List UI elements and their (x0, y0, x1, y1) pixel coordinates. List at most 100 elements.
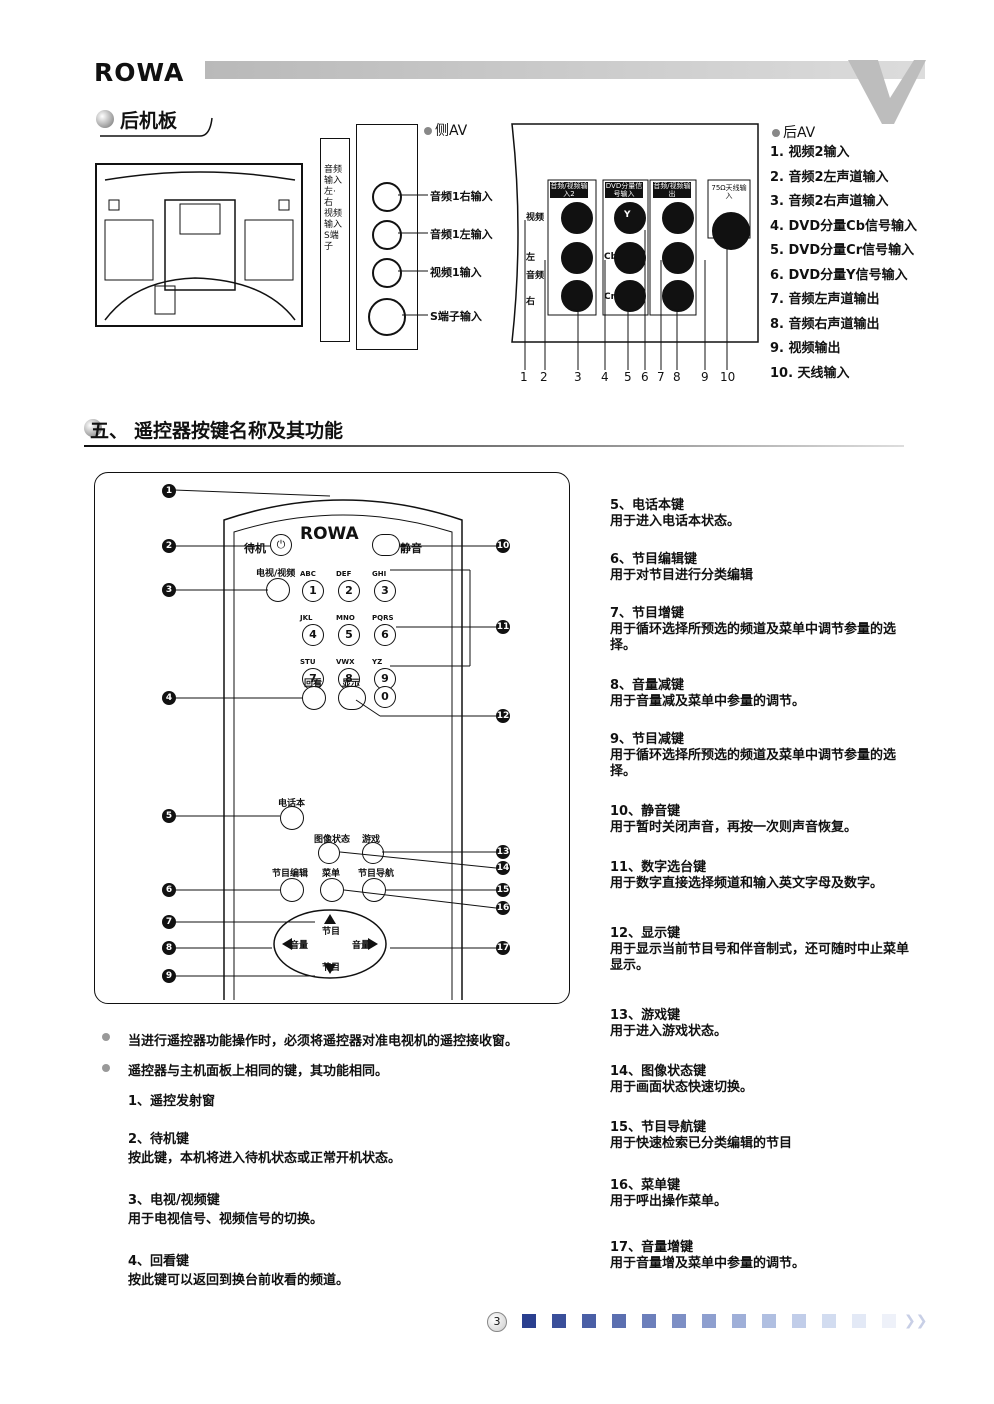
footer-square (672, 1314, 686, 1328)
side-input-4: S端子输入 (430, 310, 482, 323)
picture-mode-label: 图像状态 (314, 835, 351, 845)
rear-av-label: 后AV (772, 122, 815, 142)
callout-17: 17 (496, 941, 510, 955)
rear-label-antenna: 75Ω天线输入 (711, 184, 747, 200)
rear-num-7: 7 (657, 370, 665, 384)
footer-square (822, 1314, 836, 1328)
tv-av-label: 电视/视频 (256, 569, 296, 579)
header-v-icon (848, 60, 926, 124)
rear-num-5: 5 (624, 370, 632, 384)
numpad-key-8[interactable]: 8 (338, 668, 360, 690)
standby-button[interactable]: ⏻ (270, 534, 292, 556)
right-desc-body-17: 用于音量增及菜单中参量的调节。 (610, 1256, 806, 1271)
rear-side-letter-1: 视频 (526, 213, 545, 223)
footer-end-icon: ❯❯ (904, 1313, 928, 1329)
right-desc-body-8: 用于音量减及菜单中参量的调节。 (610, 694, 806, 709)
rear-item-2: 2. 音频2左声道输入 (770, 169, 889, 185)
desc-title-1: 1、遥控发射窗 (128, 1094, 216, 1109)
rear-num-9: 9 (701, 370, 709, 384)
right-desc-body-12: 用于显示当前节目号和伴音制式，还可随时中止菜单显示。 (610, 942, 910, 973)
right-desc-body-7: 用于循环选择所预选的频道及菜单中调节参量的选择。 (610, 622, 897, 653)
right-desc-title-9: 9、节目减键 (610, 732, 685, 747)
rear-jack-1 (561, 202, 593, 234)
callout-1: 1 (162, 484, 176, 498)
numpad-key-0[interactable]: 0 (374, 686, 396, 708)
antenna-jack (712, 212, 750, 250)
mute-label: 静音 (400, 542, 422, 555)
numpad-key-9[interactable]: 9 (374, 668, 396, 690)
footer-square (552, 1314, 566, 1328)
rear-leader-lines (524, 220, 728, 370)
numpad-key-sublabel: YZ (372, 658, 383, 666)
prog-up-label: 节目 (322, 927, 341, 937)
desc-title-2: 2、待机键 (128, 1132, 190, 1147)
video1-jack (372, 258, 402, 288)
numpad-key-6[interactable]: 6 (374, 624, 396, 646)
numpad-key-sublabel: MNO (336, 614, 355, 622)
numpad-key-4[interactable]: 4 (302, 624, 324, 646)
footer-square (882, 1314, 896, 1328)
brand-logo: ROWA (94, 58, 185, 87)
numpad-key-5[interactable]: 5 (338, 624, 360, 646)
jack-letter-cr: Cr (604, 292, 616, 302)
rear-item-5: 5. DVD分量Cr信号输入 (770, 243, 915, 258)
rear-item-8: 8. 音频右声道输出 (770, 316, 880, 332)
right-desc-title-10: 10、静音键 (610, 804, 681, 819)
rear-side-letter-3: 音频 (526, 271, 545, 281)
callout-leader-lines (173, 489, 497, 977)
callout-15: 15 (496, 883, 510, 897)
right-desc-title-15: 15、节目导航键 (610, 1120, 707, 1135)
numpad-key-3[interactable]: 3 (374, 580, 396, 602)
numpad-key-sublabel: PQRS (372, 614, 394, 622)
menu-button[interactable] (320, 878, 344, 902)
vol-up-label: 音量 (352, 941, 371, 951)
prog-edit-button[interactable] (280, 878, 304, 902)
s-video-jack (368, 298, 406, 336)
game-button[interactable] (362, 842, 384, 864)
callout-5: 5 (162, 809, 176, 823)
rear-jack-6 (614, 202, 646, 234)
rear-label-avout: 音频/视频输出 (653, 182, 691, 198)
footer-square (762, 1314, 776, 1328)
rear-item-4: 4. DVD分量Cb信号输入 (770, 218, 917, 234)
phonebook-button[interactable] (280, 806, 304, 830)
right-desc-title-16: 16、菜单键 (610, 1178, 681, 1193)
rear-num-3: 3 (574, 370, 582, 384)
direction-pad (273, 909, 387, 979)
numpad-key-sublabel: VWX (336, 658, 355, 666)
footer-square (852, 1314, 866, 1328)
rear-item-3: 3. 音频2右声道输入 (770, 194, 889, 209)
title-underline (100, 117, 213, 137)
page-number: 3 (487, 1312, 507, 1332)
callout-12: 12 (496, 709, 510, 723)
section5-ball-icon (84, 419, 102, 437)
numpad-key-1[interactable]: 1 (302, 580, 324, 602)
jack-letter-cb: Cb (604, 252, 618, 262)
recall-button[interactable] (302, 686, 326, 710)
right-desc-body-15: 用于快速检索已分类编辑的节目 (610, 1136, 793, 1151)
display-button[interactable] (338, 686, 366, 710)
numpad-key-2[interactable]: 2 (338, 580, 360, 602)
side-input-3: 视频1输入 (430, 266, 482, 279)
rear-num-4: 4 (601, 370, 609, 384)
rear-item-7: 7. 音频左声道输出 (770, 292, 880, 307)
callout-10: 10 (496, 539, 510, 553)
desc-body-3: 用于电视信号、视频信号的切换。 (128, 1212, 324, 1227)
remote-diagram-box (94, 472, 570, 1004)
desc-title-4: 4、回看键 (128, 1254, 190, 1269)
callout-8: 8 (162, 941, 176, 955)
note-bullet-icon (102, 1064, 110, 1072)
prog-nav-button[interactable] (362, 878, 386, 902)
standby-label: 待机 (244, 542, 266, 555)
numpad-key-7[interactable]: 7 (302, 668, 324, 690)
phonebook-label: 电话本 (278, 799, 306, 809)
mute-button[interactable] (372, 534, 400, 556)
picture-mode-button[interactable] (318, 842, 340, 864)
right-desc-title-8: 8、音量减键 (610, 678, 685, 693)
right-desc-body-9: 用于循环选择所预选的频道及菜单中调节参量的选择。 (610, 748, 897, 779)
game-label: 游戏 (362, 835, 381, 845)
right-desc-body-5: 用于进入电话本状态。 (610, 514, 741, 529)
callout-9: 9 (162, 969, 176, 983)
section5-title: 遥控器按键名称及其功能 (134, 420, 344, 442)
note-1: 当进行遥控器功能操作时，必须将遥控器对准电视机的遥控接收窗。 (128, 1034, 519, 1049)
